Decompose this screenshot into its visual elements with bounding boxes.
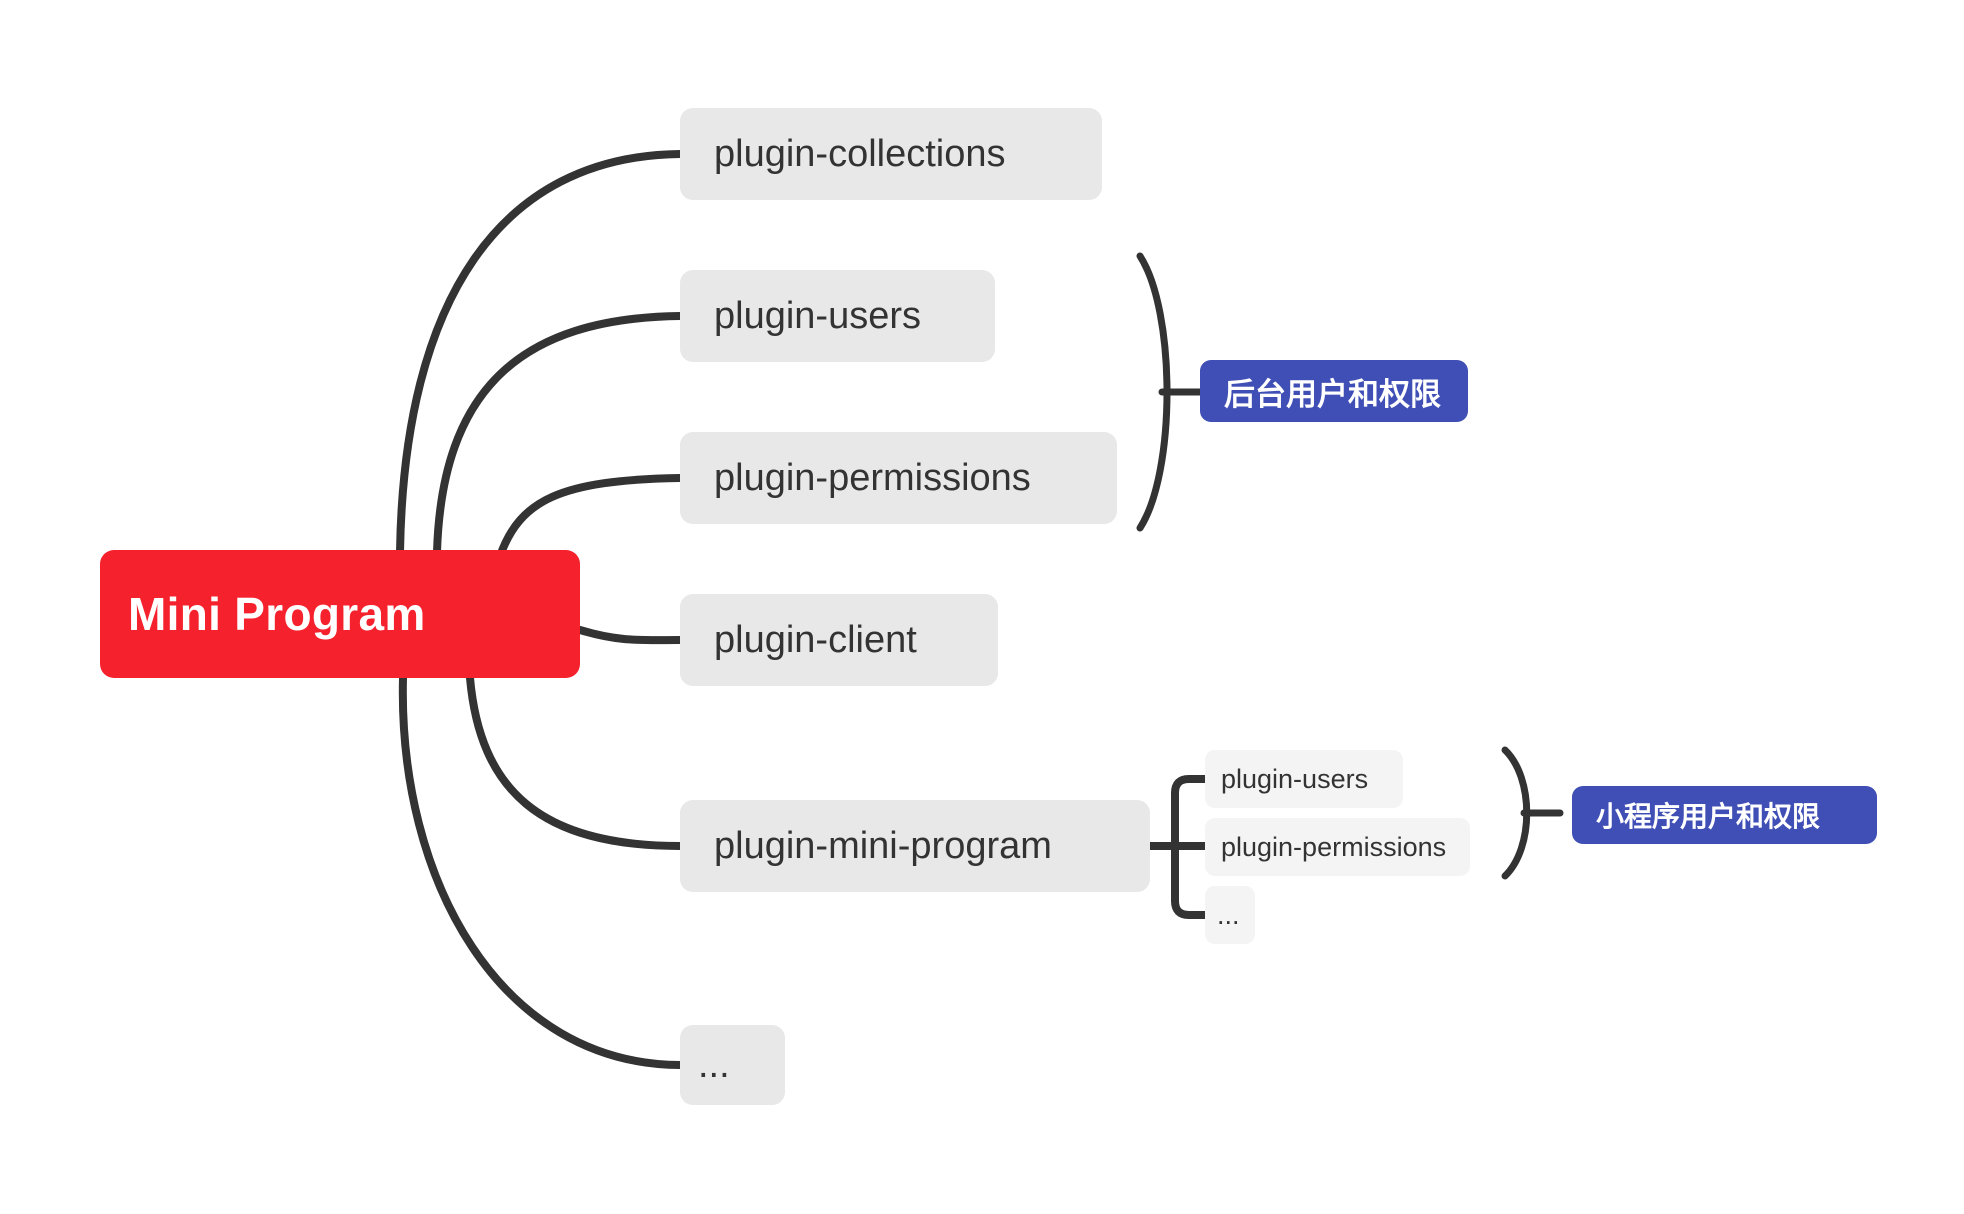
edge-root-to-plugin-client — [576, 626, 684, 645]
node-plugin-client-label: plugin-client — [714, 618, 917, 661]
node-branch-ellipsis-label: ... — [698, 1043, 730, 1086]
group-bracket-backend — [1136, 252, 1171, 532]
edge-root-to-ellipsis — [398, 674, 684, 1069]
node-leaf-ellipsis-label: ... — [1217, 899, 1240, 930]
node-plugin-collections[interactable]: plugin-collections — [680, 108, 1102, 200]
tag-backend-users-permissions[interactable]: 后台用户和权限 — [1200, 360, 1468, 422]
node-leaf-ellipsis[interactable]: ... — [1205, 886, 1255, 944]
tag-mini-program-users-permissions[interactable]: 小程序用户和权限 — [1572, 786, 1877, 844]
tag-backend-users-permissions-label: 后台用户和权限 — [1224, 376, 1441, 412]
node-plugin-users-label: plugin-users — [714, 294, 921, 337]
edge-root-to-plugin-users — [433, 312, 684, 556]
node-plugin-mini-program[interactable]: plugin-mini-program — [680, 800, 1150, 892]
edge-root-to-plugin-collections — [396, 150, 684, 556]
edge-root-to-plugin-permissions — [496, 474, 684, 560]
tag-mini-program-users-permissions-label: 小程序用户和权限 — [1596, 801, 1821, 832]
node-plugin-permissions-label: plugin-permissions — [714, 456, 1031, 499]
node-plugin-permissions[interactable]: plugin-permissions — [680, 432, 1117, 524]
group-bracket-mini-program — [1501, 746, 1531, 880]
edge-root-to-plugin-mini-program — [466, 674, 684, 850]
root-node-label: Mini Program — [128, 588, 426, 640]
node-branch-ellipsis[interactable]: ... — [680, 1025, 785, 1105]
node-leaf-plugin-permissions-label: plugin-permissions — [1221, 831, 1447, 862]
square-bracket-mini-program-children — [1171, 775, 1209, 919]
root-node-mini-program[interactable]: Mini Program — [100, 550, 580, 678]
node-plugin-client[interactable]: plugin-client — [680, 594, 998, 686]
node-plugin-users[interactable]: plugin-users — [680, 270, 995, 362]
node-plugin-collections-label: plugin-collections — [714, 132, 1006, 175]
node-plugin-mini-program-label: plugin-mini-program — [714, 824, 1052, 867]
node-leaf-plugin-users[interactable]: plugin-users — [1205, 750, 1403, 808]
node-leaf-plugin-users-label: plugin-users — [1221, 763, 1369, 794]
node-leaf-plugin-permissions[interactable]: plugin-permissions — [1205, 818, 1470, 876]
